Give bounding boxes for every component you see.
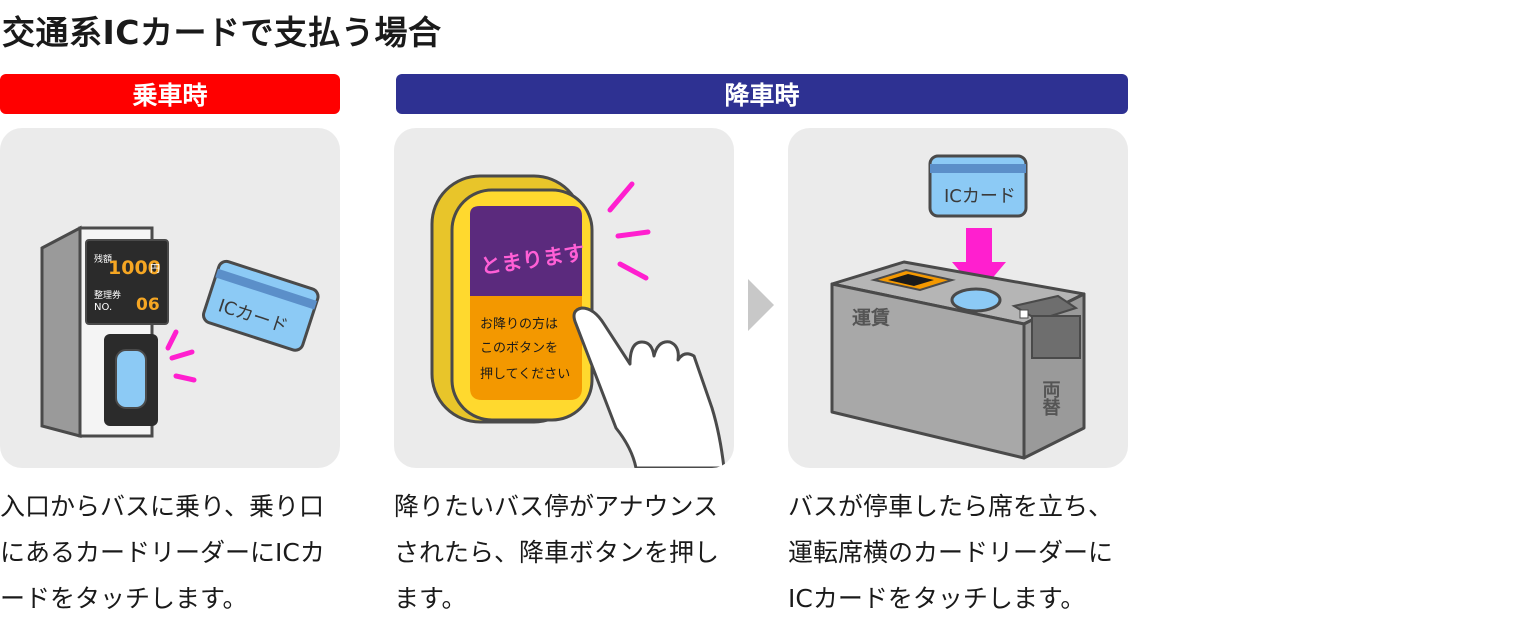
- ticket-number: 06: [136, 295, 160, 315]
- stop-button-plate: [470, 296, 582, 400]
- coin-changer: [1031, 315, 1081, 359]
- arrow-right-icon: [748, 279, 774, 331]
- alighting-phase-bar: 降車時: [396, 74, 1128, 114]
- page-title: 交通系ICカードで支払う場合: [2, 13, 442, 52]
- step1-caption: 入口からバスに乗り、乗り口にあるカードリーダーにICカードをタッチします。: [0, 492, 325, 613]
- button-text-line2: このボタンを: [480, 341, 558, 356]
- touch-effect-lines: [165, 329, 197, 383]
- pointing-hand-icon: [572, 306, 726, 468]
- step3-caption: バスが停車したら席を立ち、運転席横のカードリーダーにICカードをタッチします。: [788, 492, 1114, 613]
- button-text-line1: お降りの方は: [480, 316, 558, 332]
- sensor-light: [115, 349, 147, 409]
- currency-label: 円: [150, 264, 160, 275]
- step3-illustration: ICカード 運賃 両替: [788, 128, 1128, 468]
- ic-card-icon: ICカード: [202, 259, 320, 352]
- boarding-phase-bar: 乗車時: [0, 74, 340, 114]
- balance-label: 残額: [94, 253, 112, 265]
- ticket-no-label: NO.: [94, 302, 112, 313]
- fare-box-label: 運賃: [852, 306, 890, 329]
- step1-illustration: 残額 1000 円 整理券 NO. 06 ICカード: [0, 128, 340, 468]
- balance-value: 1000: [108, 257, 161, 279]
- stop-indicator: [470, 206, 582, 296]
- ticket-label: 整理券: [94, 289, 121, 301]
- ic-card-icon: ICカード: [928, 154, 1028, 218]
- button-text-line3: 押してください: [480, 367, 570, 382]
- changer-label: 両替: [1040, 380, 1061, 417]
- step2-caption: 降りたいバス停がアナウンスされたら、降車ボタンを押します。: [394, 492, 720, 613]
- ic-card-label: ICカード: [944, 186, 1016, 207]
- ic-reader-pad: [950, 287, 1002, 313]
- press-effect-lines: [607, 181, 651, 281]
- reader-display: [85, 239, 169, 325]
- step2-illustration: とまります お降りの方は このボタンを 押してください: [394, 128, 734, 468]
